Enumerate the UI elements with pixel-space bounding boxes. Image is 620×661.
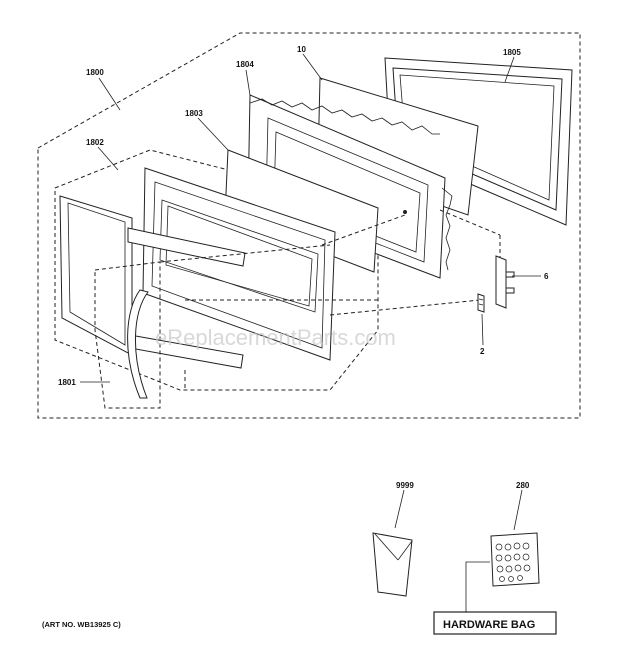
label-1805: 1805 (503, 48, 521, 57)
part-2-pin[interactable] (477, 293, 485, 313)
projection-line (439, 209, 501, 236)
part-1805-frame[interactable] (384, 57, 573, 226)
art-number: (ART NO. WB13925 C) (42, 620, 121, 629)
label-1801: 1801 (58, 378, 76, 387)
part-9999-literature[interactable] (372, 532, 413, 597)
label-1802: 1802 (86, 138, 104, 147)
label-6: 6 (544, 272, 549, 281)
projection-line (321, 214, 406, 246)
assembly-1802-boundary (54, 149, 379, 391)
label-280: 280 (516, 481, 530, 490)
label-10: 10 (297, 45, 306, 54)
label-1800: 1800 (86, 68, 104, 77)
part-6-latch[interactable] (495, 255, 515, 309)
handle-boundary (94, 261, 161, 409)
label-1804: 1804 (236, 60, 254, 69)
label-1803: 1803 (185, 109, 203, 118)
projection-line (159, 244, 331, 263)
hardware-bag-connector (465, 561, 490, 612)
watermark: eReplacementParts.com (155, 325, 396, 350)
assembly-1800-boundary (37, 32, 581, 419)
label-9999: 9999 (396, 481, 414, 490)
label-2: 2 (480, 347, 485, 356)
projection-line (329, 299, 481, 316)
part-280-hardware-bag[interactable] (490, 532, 540, 587)
hardware-bag-box (433, 611, 557, 635)
part-1803-shield[interactable] (224, 149, 379, 273)
hardware-bag-label: HARDWARE BAG (443, 619, 535, 631)
part-1801-handle[interactable] (127, 289, 149, 399)
door-front-glass[interactable] (59, 195, 133, 356)
